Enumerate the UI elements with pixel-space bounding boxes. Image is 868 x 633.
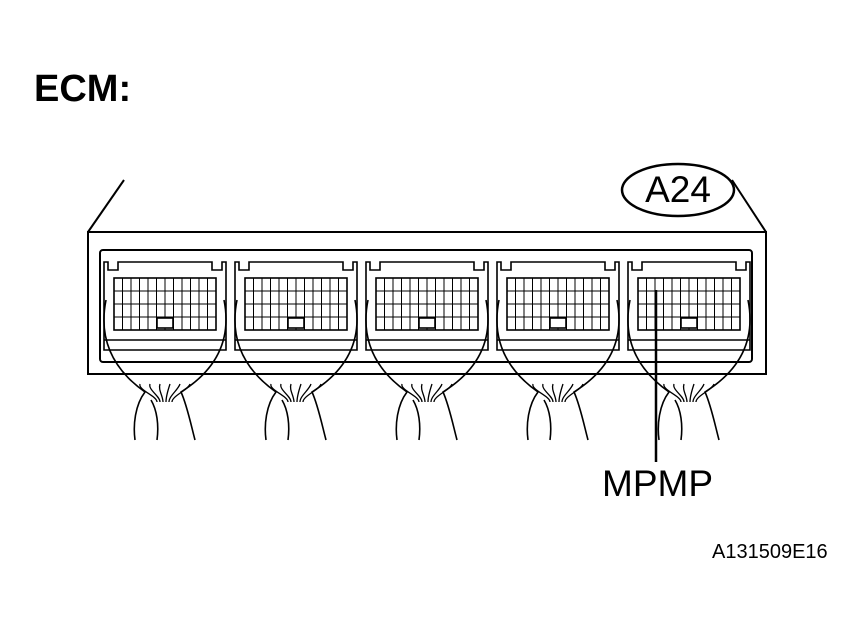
figure-id: A131509E16 — [712, 541, 828, 563]
connector-5 — [627, 261, 751, 441]
connector-id-ellipse — [620, 162, 736, 218]
connector-3 — [365, 261, 489, 441]
connector-1 — [103, 261, 227, 441]
page-title: ECM: — [34, 68, 132, 110]
connector-4 — [496, 261, 620, 441]
connector-2 — [234, 261, 358, 441]
pin-label: MPMP — [602, 463, 713, 504]
ecm-body — [87, 179, 767, 375]
connector-group — [103, 261, 751, 441]
connector-id-label: A24 — [645, 169, 711, 210]
